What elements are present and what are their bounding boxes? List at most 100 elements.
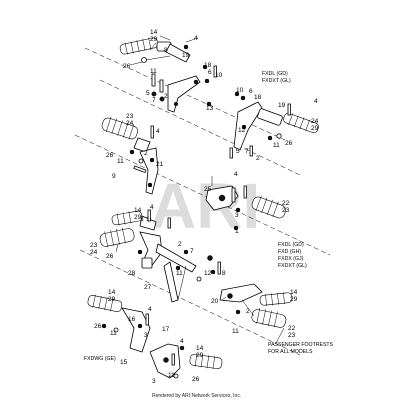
callout: 1 bbox=[235, 228, 239, 235]
model-line: FXDXT (GL) bbox=[262, 78, 291, 84]
callout: 11 bbox=[150, 68, 157, 75]
model-line: FOR ALL MODELS bbox=[268, 349, 313, 355]
callout: 22 bbox=[288, 325, 296, 332]
model-label-top-right: FXDL (GD) FXDXT (GL) bbox=[262, 71, 291, 84]
separator-lines bbox=[74, 47, 331, 356]
callout: 26 bbox=[94, 323, 102, 330]
callout: 26 bbox=[106, 152, 114, 159]
model-line: FXDL (GD) bbox=[262, 71, 288, 77]
rubber-grip bbox=[259, 292, 293, 307]
callout: 4 bbox=[314, 98, 318, 105]
callout: 1 bbox=[146, 216, 150, 223]
callout: 7 bbox=[152, 97, 156, 104]
callout: 16 bbox=[128, 316, 136, 323]
footpeg-top-left bbox=[119, 37, 191, 63]
model-line: FXD (GH) bbox=[278, 249, 301, 255]
callout: 5 bbox=[146, 90, 150, 97]
callout-labels: 14 29 4 26 8 19 11 18 6 10 5 7 2 13 10 6… bbox=[90, 29, 319, 385]
rubber-grip bbox=[99, 227, 135, 248]
callout: 21 bbox=[156, 161, 164, 168]
callout: 13 bbox=[206, 105, 214, 112]
callout: 15 bbox=[120, 359, 128, 366]
callout: 23 bbox=[282, 207, 290, 214]
callout: 28 bbox=[128, 270, 136, 277]
passenger-footpeg-lower-right bbox=[219, 283, 293, 328]
callout: 2 bbox=[164, 93, 168, 100]
model-line: FXDL (GD) bbox=[278, 242, 304, 248]
leader-lines bbox=[115, 42, 285, 344]
model-label-middle-right: FXDL (GD) FXD (GH) FXDX (GJ) FXDXT (GL) bbox=[278, 242, 307, 269]
callout: 14 bbox=[196, 345, 204, 352]
callout: 20 bbox=[211, 298, 219, 305]
square-nut bbox=[141, 257, 153, 269]
callout: 18 bbox=[254, 94, 262, 101]
rubber-grip bbox=[101, 116, 138, 140]
callout: 29 bbox=[290, 296, 298, 303]
footpeg-bottom-center bbox=[149, 343, 223, 379]
callout: 4 bbox=[150, 204, 154, 211]
callout: 6 bbox=[208, 69, 212, 76]
callout: 10 bbox=[215, 72, 223, 79]
callout: 26 bbox=[192, 376, 200, 383]
rubber-grip bbox=[251, 307, 287, 328]
callout: 7 bbox=[245, 148, 249, 155]
callout: 12 bbox=[238, 127, 246, 134]
callout: 4 bbox=[234, 171, 238, 178]
callout: 11 bbox=[232, 328, 239, 335]
callout: 8 bbox=[222, 270, 226, 277]
callout: 5 bbox=[236, 148, 240, 155]
callout: 4 bbox=[194, 35, 198, 42]
callout: 26 bbox=[123, 63, 131, 70]
arm-20 bbox=[219, 283, 263, 303]
callout: 14 bbox=[108, 289, 116, 296]
callout: 14 bbox=[290, 289, 298, 296]
callout: 4 bbox=[180, 338, 184, 345]
callout: 2 bbox=[144, 150, 148, 157]
callout: 26 bbox=[285, 140, 293, 147]
rubber-grip bbox=[283, 112, 319, 134]
callout: 2 bbox=[246, 308, 250, 315]
rubber-grip bbox=[87, 294, 123, 312]
footpeg-lower-left bbox=[99, 209, 221, 303]
bolt bbox=[151, 73, 156, 87]
callout: 19 bbox=[278, 102, 286, 109]
callout: 3 bbox=[235, 212, 239, 219]
footpeg-bottom-left bbox=[87, 294, 151, 353]
callout: 23 bbox=[288, 332, 296, 339]
callout: 4 bbox=[156, 128, 160, 135]
footer-credit: Rendered by ARI Network Services, Inc. bbox=[152, 393, 241, 399]
callout: 2 bbox=[178, 241, 182, 248]
callout: 25 bbox=[204, 186, 212, 193]
callout: 3 bbox=[144, 332, 148, 339]
callout: 11 bbox=[117, 158, 124, 165]
callout: 24 bbox=[126, 120, 134, 127]
model-label-passenger: PASSENGER FOOTRESTS FOR ALL MODELS bbox=[268, 342, 334, 355]
callout: 24 bbox=[90, 249, 98, 256]
callout: 29 bbox=[134, 214, 142, 221]
callout: 18 bbox=[204, 62, 212, 69]
callout: 12 bbox=[204, 270, 212, 277]
rubber-grip bbox=[189, 353, 223, 370]
model-label-bottom-left: FXDWG (GE) bbox=[84, 356, 116, 362]
callout: 11 bbox=[110, 330, 117, 337]
bolt bbox=[159, 79, 164, 93]
callout: 14 bbox=[134, 207, 142, 214]
callout: 22 bbox=[282, 200, 290, 207]
callout: 26 bbox=[106, 253, 114, 260]
passenger-mount-right bbox=[205, 176, 286, 231]
rubber-grip bbox=[251, 195, 286, 219]
callout: 29 bbox=[311, 125, 319, 132]
callout: 23 bbox=[90, 242, 98, 249]
callout: 11 bbox=[273, 142, 280, 149]
lever-27 bbox=[155, 243, 197, 273]
footpeg-clevis bbox=[165, 43, 191, 63]
callout: 2 bbox=[256, 155, 260, 162]
callout: 4 bbox=[148, 306, 152, 313]
callout: 24 bbox=[311, 118, 319, 125]
callout: 9 bbox=[112, 173, 116, 180]
callout: 10 bbox=[236, 87, 244, 94]
callout: 29 bbox=[150, 36, 158, 43]
bracket-15 bbox=[121, 307, 151, 353]
callout: 8 bbox=[164, 47, 168, 54]
